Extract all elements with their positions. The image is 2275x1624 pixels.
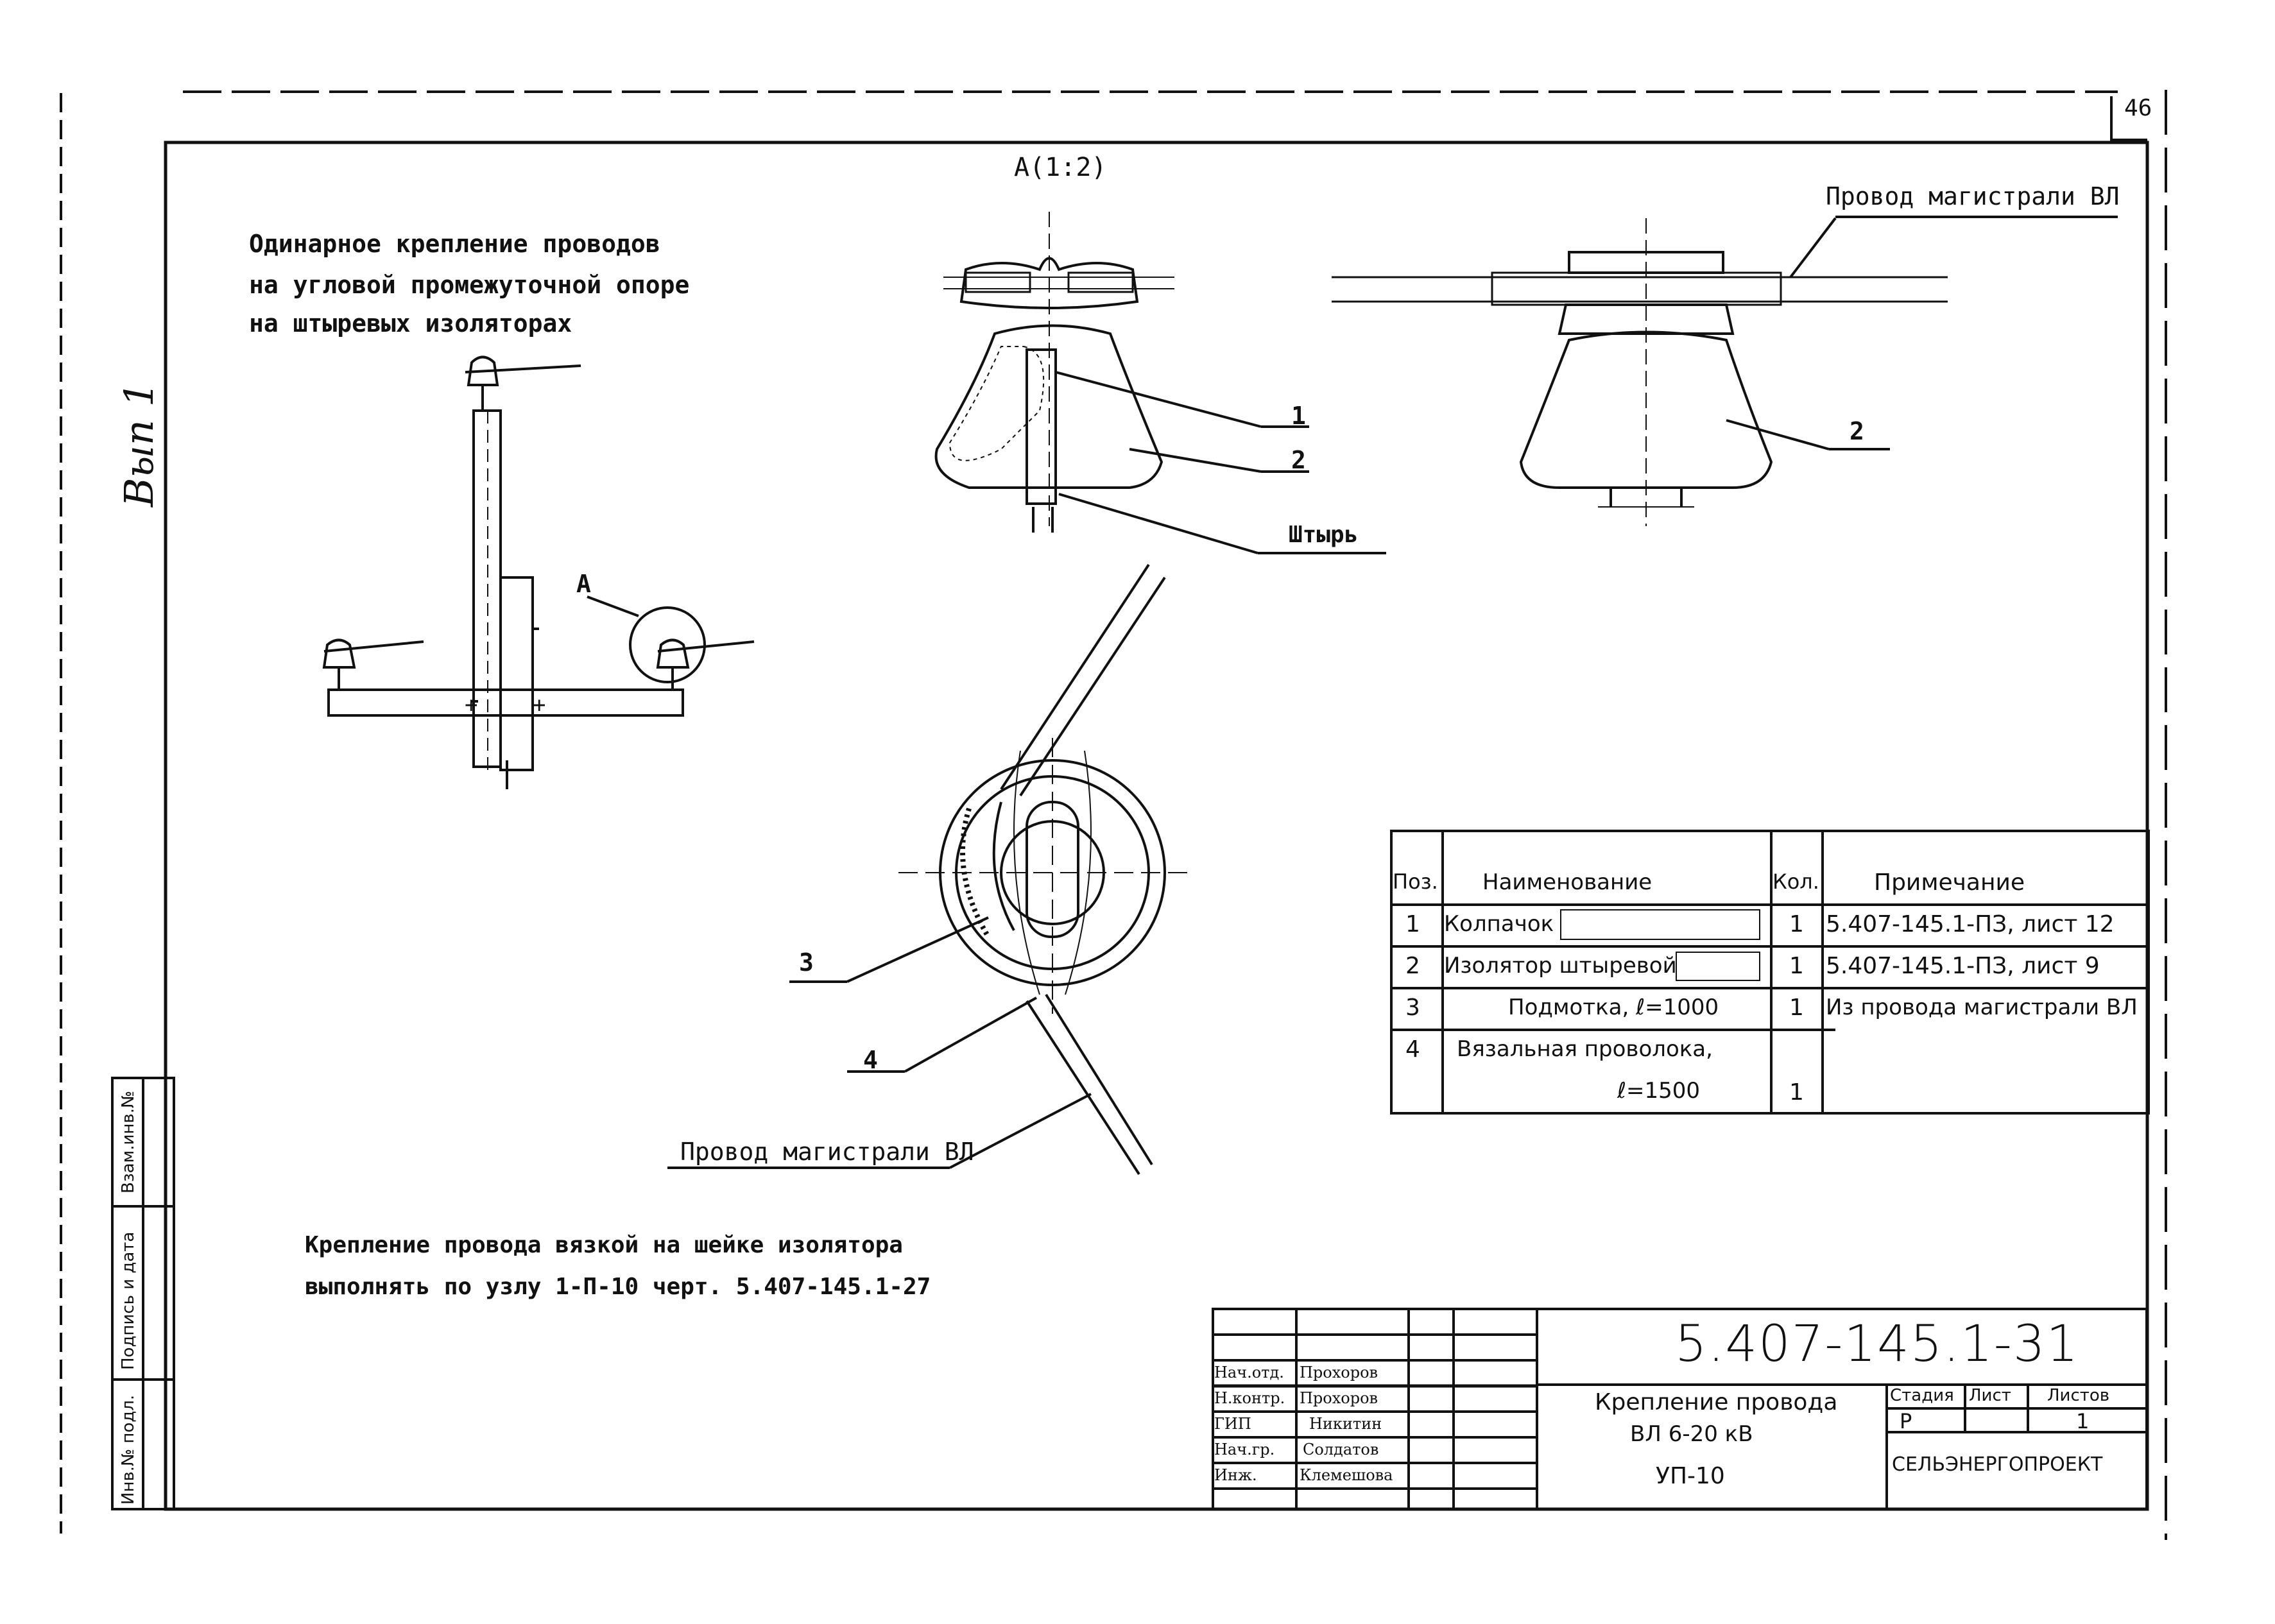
pos-label-2-section: 2: [1291, 446, 1306, 474]
spec-row-3-pos: 3: [1405, 995, 1420, 1021]
side-label: Вып 1: [116, 381, 162, 507]
role-1: Нач.отд.: [1214, 1363, 1284, 1381]
pos-label-2-side: 2: [1850, 417, 1864, 445]
pole-crossarm-drawing: + +: [322, 355, 755, 789]
title-note-line-1: Одинарное крепление проводов: [249, 230, 660, 258]
spec-row-2-pos: 2: [1405, 953, 1420, 979]
role-1-name: Прохоров: [1300, 1363, 1378, 1381]
role-3: ГИП: [1214, 1415, 1251, 1433]
insulator-plan-view: [667, 563, 1194, 1175]
role-5: Инж.: [1214, 1466, 1257, 1484]
spec-row-4-name-length: ℓ=1500: [1617, 1078, 1701, 1104]
page-number: 46: [2124, 95, 2152, 121]
pos-label-1: 1: [1291, 402, 1306, 430]
title-line-1: Крепление провода: [1595, 1389, 1838, 1415]
title-line-3: УП-10: [1656, 1463, 1725, 1489]
title-note-line-3: на штыревых изоляторах: [249, 309, 572, 338]
bottom-note-line-2: выполнять по узлу 1-П-10 черт. 5.407-145…: [305, 1274, 931, 1300]
title-line-2: ВЛ 6-20 кВ: [1630, 1421, 1753, 1447]
pin-label: Штырь: [1289, 522, 1359, 548]
spec-row-4-name: Вязальная проволока,: [1457, 1036, 1713, 1062]
spec-row-1-note: 5.407-145.1-ПЗ, лист 12: [1826, 911, 2115, 937]
svg-text:+: +: [465, 692, 477, 718]
margin-label-orig-inv: Инв.№ подл.: [119, 1394, 138, 1505]
role-2-name: Прохоров: [1300, 1389, 1378, 1407]
sheets-header: Листов: [2047, 1386, 2110, 1405]
spec-header-pos: Поз.: [1393, 869, 1438, 894]
sheet-header: Лист: [1969, 1386, 2011, 1405]
wire-label-top: Провод магистрали ВЛ: [1826, 182, 2120, 210]
margin-label-replaced-inv: Взам.инв.№: [119, 1091, 138, 1193]
spec-header-name: Наименование: [1482, 869, 1653, 895]
spec-row-1-pos: 1: [1405, 911, 1420, 937]
spec-row-4-qty: 1: [1789, 1079, 1804, 1106]
insulator-side-view: [1332, 216, 2118, 526]
doc-code: 5.407-145.1-31: [1675, 1315, 2080, 1373]
title-note-line-2: на угловой промежуточной опоре: [249, 271, 690, 299]
spec-row-2-name: Изолятор штыревой: [1444, 953, 1677, 979]
sheet-border: [60, 90, 2167, 1540]
left-margin-column: [111, 1077, 175, 1510]
bottom-note-line-1: Крепление провода вязкой на шейке изолят…: [305, 1232, 903, 1258]
title-block-grid: [1212, 1308, 2148, 1510]
view-label: А(1:2): [1014, 153, 1107, 182]
role-2: Н.контр.: [1214, 1389, 1285, 1407]
stage-value: Р: [1900, 1409, 1912, 1433]
pos-label-4: 4: [863, 1046, 878, 1074]
spec-row-2-qty: 1: [1789, 953, 1804, 979]
spec-row-3-name: Подмотка, ℓ=1000: [1508, 995, 1719, 1020]
spec-row-2-note: 5.407-145.1-ПЗ, лист 9: [1826, 953, 2100, 979]
role-3-name: Никитин: [1309, 1415, 1382, 1433]
role-4-name: Солдатов: [1303, 1440, 1379, 1458]
spec-row-3-qty: 1: [1789, 995, 1804, 1021]
spec-header-qty: Кол.: [1773, 869, 1819, 894]
spec-row-3-note: Из провода магистрали ВЛ: [1826, 995, 2138, 1020]
margin-label-signature-date: Подпись и дата: [119, 1231, 138, 1370]
spec-table-grid: [1390, 830, 2150, 1115]
sheets-value: 1: [2076, 1409, 2090, 1433]
role-4: Нач.гр.: [1214, 1440, 1275, 1458]
wire-label-bottom: Провод магистрали ВЛ: [680, 1138, 974, 1166]
callout-a-label: А: [576, 570, 591, 598]
spec-header-note: Примечание: [1874, 869, 2025, 896]
spec-row-1-qty: 1: [1789, 911, 1804, 937]
insulator-section-view: [934, 212, 1386, 554]
org-name: СЕЛЬЭНЕРГОПРОЕКТ: [1892, 1453, 2103, 1476]
svg-text:+: +: [533, 692, 545, 718]
pos-label-3: 3: [799, 948, 814, 977]
role-5-name: Клемешова: [1300, 1466, 1393, 1484]
stage-header: Стадия: [1890, 1386, 1954, 1405]
spec-row-1-name: Колпачок: [1444, 911, 1554, 937]
spec-row-4-pos: 4: [1405, 1036, 1420, 1063]
